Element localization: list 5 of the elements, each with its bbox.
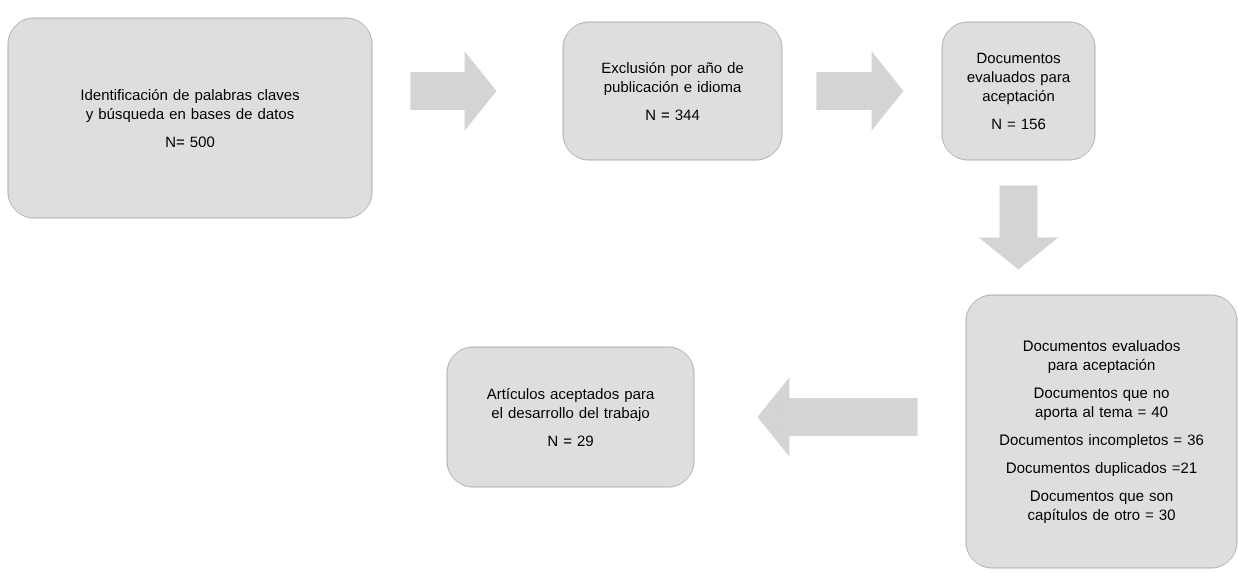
process-box: Exclusión por año de publicación e idioma N = 344 — [562, 21, 783, 161]
process-box: Identificación de palabras claves y búsqueda en bases de datos N= 500 — [7, 17, 373, 219]
process-box: Documentos evaluados para aceptación Documentos que no aporta al tema = 40 Documentos incompletos = 36 Documentos duplicados =21 Documentos que son capítulos de otro = 30 — [965, 294, 1238, 569]
process-box: Documentos evaluados para aceptación N = 156 — [941, 21, 1096, 161]
process-box: Artículos aceptados para el desarrollo del trabajo N = 29 — [446, 346, 695, 488]
